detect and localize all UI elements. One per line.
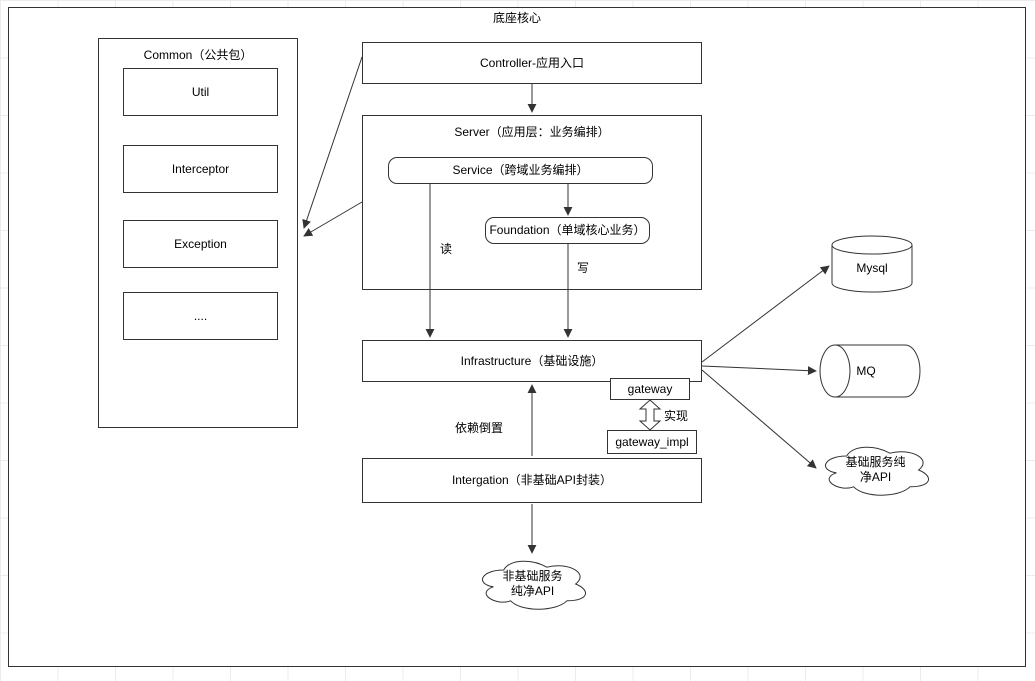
nonbasic-api-cloud-label: 非基础服务 纯净API	[502, 569, 563, 598]
mq-cylinder	[819, 344, 921, 398]
edge-infrastructure-to-mysql	[701, 265, 830, 363]
common-title: Common（公共包）	[143, 48, 253, 62]
mq-label: MQ	[856, 363, 876, 378]
edge-label-implement: 实现	[664, 409, 689, 423]
gateway-impl-node: gateway_impl	[607, 430, 697, 454]
basic-api-cloud-label: 基础服务纯 净API	[845, 455, 906, 484]
service-label: Service（跨域业务编排）	[452, 163, 589, 177]
edge-server-to-common	[303, 201, 363, 237]
common-item-interceptor: Interceptor	[123, 145, 278, 193]
controller-label: Controller-应用入口	[479, 55, 585, 70]
edge-label-dependency-inversion: 依赖倒置	[455, 421, 504, 435]
edge-label-read: 读	[440, 242, 453, 256]
foundation-node: Foundation（单域核心业务）	[485, 217, 650, 244]
edge-infrastructure-to-mq	[701, 365, 817, 376]
common-item-more: ....	[123, 292, 278, 340]
mysql-cylinder	[831, 235, 913, 293]
mysql-cylinder-rim	[831, 244, 913, 255]
edge-label-write: 写	[577, 261, 590, 275]
gateway-impl-label: gateway_impl	[615, 434, 689, 449]
common-item-exception: Exception	[123, 220, 278, 268]
common-item-util: Util	[123, 68, 278, 116]
common-item-label: Exception	[174, 236, 227, 251]
server-container: Server（应用层：业务编排）	[362, 115, 702, 290]
service-node: Service（跨域业务编排）	[388, 157, 653, 184]
server-title: Server（应用层：业务编排）	[454, 125, 610, 139]
mysql-label: Mysql	[856, 260, 888, 275]
common-item-label: ....	[193, 308, 208, 323]
page-title: 底座核心	[492, 11, 541, 25]
foundation-label: Foundation（单域核心业务）	[489, 223, 646, 237]
infrastructure-node: Infrastructure（基础设施）	[362, 340, 702, 382]
edge-controller-to-common	[302, 56, 363, 229]
infrastructure-label: Infrastructure（基础设施）	[460, 353, 604, 368]
controller-node: Controller-应用入口	[362, 42, 702, 84]
gateway-node: gateway	[610, 378, 690, 400]
double-arrow-gateway-impl	[638, 399, 662, 431]
intergation-label: Intergation（非基础API封装）	[451, 473, 613, 487]
mq-cylinder-rim	[834, 344, 851, 398]
gateway-label: gateway	[627, 381, 673, 396]
edge-infrastructure-to-basic-cloud	[701, 369, 817, 469]
intergation-node: Intergation（非基础API封装）	[362, 458, 702, 503]
common-item-label: Util	[191, 84, 210, 99]
common-item-label: Interceptor	[171, 161, 230, 176]
